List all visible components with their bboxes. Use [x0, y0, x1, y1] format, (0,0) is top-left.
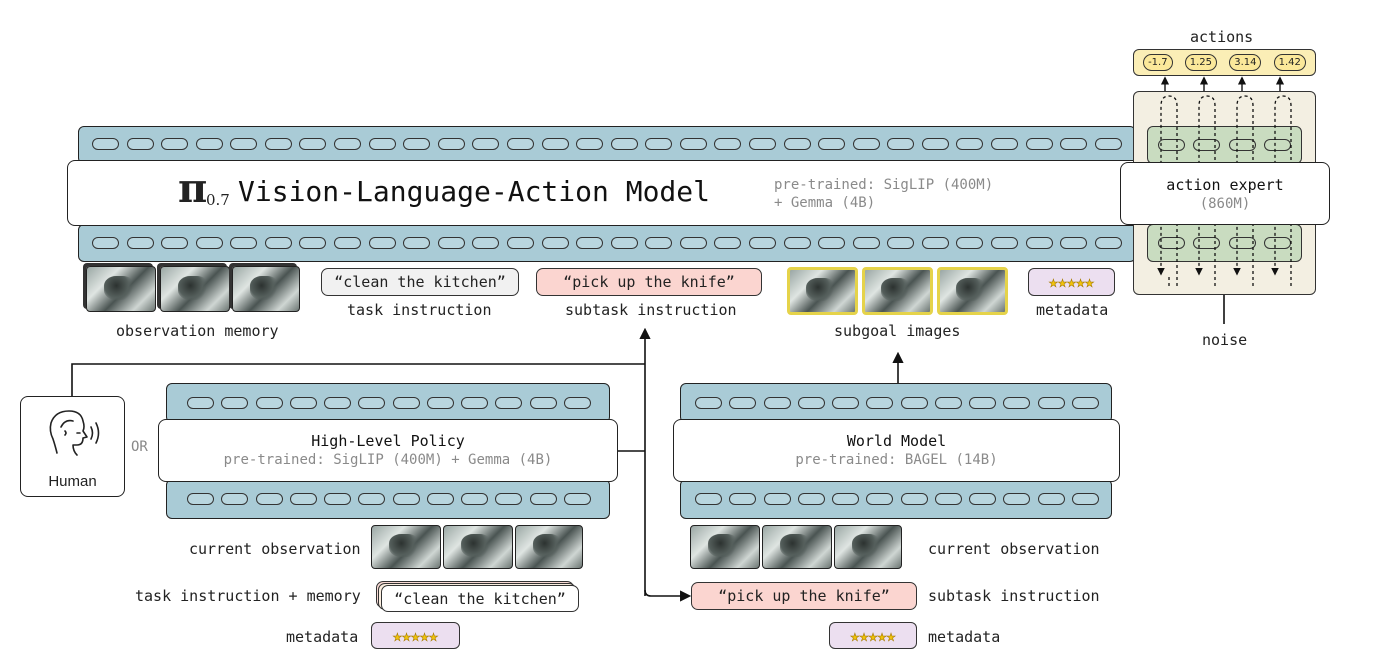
policy-task-memory-label: task instruction + memory: [135, 587, 361, 605]
vla-pi-subscript: 0.7: [206, 191, 230, 209]
observation-memory-image-stack: [86, 266, 156, 312]
vla-pretrained-line1: pre-trained: SigLIP (400M): [774, 177, 994, 193]
subgoal-images-label: subgoal images: [834, 322, 961, 340]
metadata-stars: ★★★★★: [1028, 268, 1115, 296]
policy-observation-image: [515, 525, 583, 569]
policy-metadata-stars: ★★★★★: [371, 622, 460, 649]
world-observation-image: [690, 525, 760, 569]
actions-output-box: -1.7 1.25 3.14 1.42: [1133, 49, 1316, 76]
world-model-card: World Model pre-trained: BAGEL (14B): [673, 419, 1120, 482]
world-observation-image: [834, 525, 902, 569]
human-speaking-icon: [49, 410, 100, 456]
observation-memory-image-stack: [160, 266, 230, 312]
policy-top-token-band: [166, 383, 610, 423]
subtask-instruction-pill: “pick up the knife”: [536, 268, 762, 296]
action-expert-title: action expert: [1166, 176, 1284, 194]
human-label: Human: [48, 473, 97, 490]
subgoal-image: [862, 267, 933, 315]
action-expert-size: (860M): [1199, 196, 1251, 212]
action-value-chip: 1.25: [1184, 54, 1218, 71]
world-model-title: World Model: [846, 432, 947, 450]
flow-matching-arrows: [1157, 76, 1292, 286]
vla-bottom-tokens: [92, 237, 1122, 249]
world-subtask-arrow: [644, 589, 692, 602]
action-value-chip: 3.14: [1229, 54, 1262, 71]
world-model-pretrained: pre-trained: BAGEL (14B): [795, 452, 998, 468]
policy-observation-image: [443, 525, 513, 569]
high-level-policy-title: High-Level Policy: [311, 432, 465, 450]
subgoal-image: [787, 267, 858, 315]
action-expert-bottom-band: [1147, 224, 1302, 262]
action-expert-top-band: [1147, 126, 1302, 164]
vla-bottom-token-band: [78, 224, 1136, 262]
world-top-token-band: [680, 383, 1112, 423]
world-subtask-instruction-pill: “pick up the knife”: [691, 582, 917, 610]
noise-label: noise: [1202, 331, 1248, 349]
or-label: OR: [131, 439, 148, 455]
world-current-observation-label: current observation: [928, 540, 1100, 558]
subgoal-image: [937, 267, 1008, 315]
action-expert-card: action expert (860M): [1120, 162, 1330, 225]
policy-task-instruction-pill: “clean the kitchen”: [381, 585, 579, 612]
task-instruction-label: task instruction: [347, 301, 492, 319]
world-metadata-stars: ★★★★★: [829, 622, 917, 649]
high-level-policy-pretrained: pre-trained: SigLIP (400M) + Gemma (4B): [223, 452, 553, 468]
vla-pretrained-line2: + Gemma (4B): [774, 195, 876, 211]
policy-observation-image: [371, 525, 441, 569]
action-value-chip: -1.7: [1143, 54, 1173, 71]
world-subtask-instruction-label: subtask instruction: [928, 587, 1100, 605]
high-level-policy-card: High-Level Policy pre-trained: SigLIP (4…: [158, 419, 618, 482]
vla-pi-symbol: π: [178, 165, 208, 212]
policy-metadata-label: metadata: [286, 628, 359, 646]
policy-bottom-token-band: [166, 479, 610, 519]
observation-memory-image-stack: [232, 266, 300, 312]
action-value-chip: 1.42: [1273, 54, 1306, 71]
human-box: Human: [20, 396, 125, 497]
human-connector: [71, 363, 645, 396]
task-instruction-pill: “clean the kitchen”: [321, 268, 519, 296]
world-observation-image: [762, 525, 832, 569]
world-metadata-label: metadata: [928, 628, 1001, 646]
metadata-label: metadata: [1036, 301, 1109, 319]
vla-model-card: π 0.7 Vision-Language-Action Model pre-t…: [67, 160, 1145, 226]
vla-top-token-band: [78, 126, 1136, 164]
vla-top-tokens: [92, 138, 1122, 150]
policy-current-observation-label: current observation: [189, 540, 361, 558]
vla-title: Vision-Language-Action Model: [238, 175, 711, 208]
observation-memory-label: observation memory: [116, 322, 279, 340]
subtask-instruction-label: subtask instruction: [565, 301, 737, 319]
world-bottom-token-band: [680, 479, 1112, 519]
actions-label: actions: [1190, 28, 1254, 46]
